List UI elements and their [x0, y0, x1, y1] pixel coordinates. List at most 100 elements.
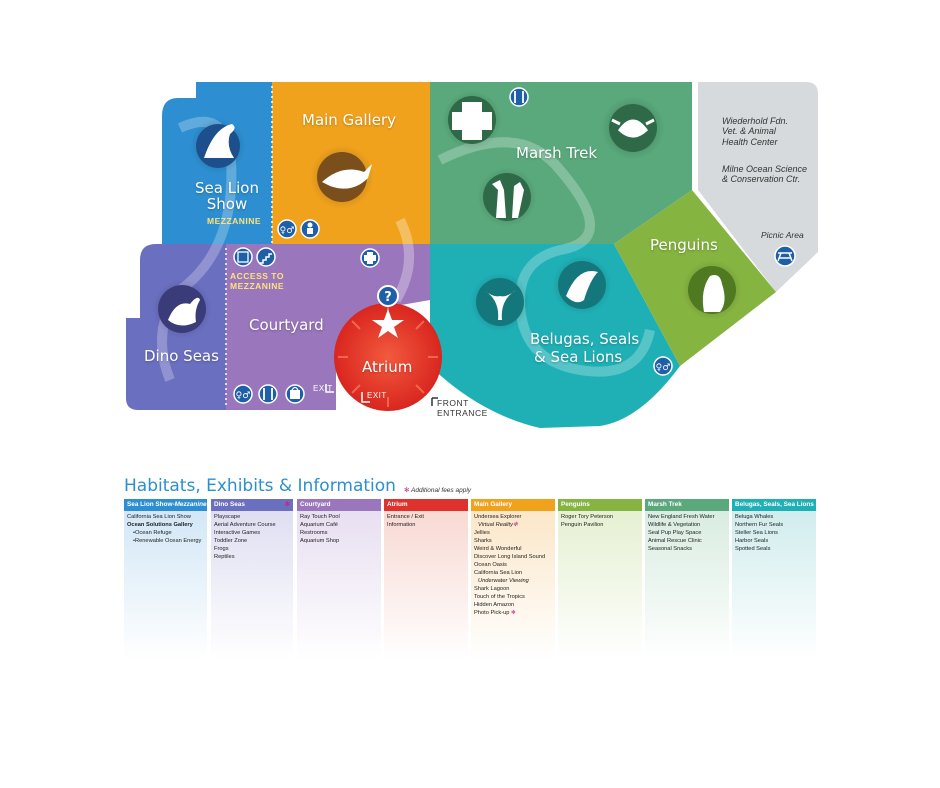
legend-col-courtyard: Courtyard Ray Touch Pool Aquarium Café R… — [297, 499, 381, 660]
legend-col-marsh-trek: Marsh Trek New England Fresh Water Wildl… — [645, 499, 729, 660]
shop-icon[interactable] — [285, 384, 305, 404]
legend-item: Harbor Seals — [735, 537, 769, 544]
legend-col-header: Penguins — [558, 499, 642, 511]
zone-vet-center[interactable] — [698, 82, 818, 292]
legend-item: Roger Tory Peterson — [561, 514, 614, 520]
label-picnic-area: Picnic Area — [761, 230, 804, 240]
legend-item: Aerial Adventure Course — [214, 521, 276, 528]
legend-title: Habitats, Exhibits & Information — [124, 476, 396, 496]
legend-item: Aquarium Shop — [300, 537, 340, 544]
legend-columns: Sea Lion Show-Mezzanine California Sea L… — [124, 499, 816, 660]
label-access-mezzanine-2: MEZZANINE — [230, 281, 285, 291]
legend-item: Playscape — [214, 514, 241, 520]
legend-item: Shark Lagoon — [474, 585, 510, 592]
svg-text:♀♂: ♀♂ — [656, 363, 671, 373]
legend-item: California Sea Lion Show — [127, 514, 191, 520]
aquarium-map: ? ♀♂ ♀♂ ♀♂ — [126, 82, 818, 428]
legend-item: New England Fresh Water — [648, 514, 715, 520]
legend-note: ✻ Additional fees apply — [404, 487, 472, 494]
legend-item: •Ocean Refuge — [133, 529, 172, 536]
label-vet-center: Wiederhold Fdn. Vet. & Animal Health Cen… — [722, 116, 788, 147]
family-restroom-icon[interactable] — [300, 219, 320, 239]
first-aid-courtyard-icon[interactable] — [360, 248, 380, 268]
turtle-icon — [611, 118, 655, 138]
legend-item: California Sea Lion — [474, 569, 523, 576]
legend-item: Steller Sea Lions — [735, 529, 778, 536]
label-exit-atrium: EXIT — [367, 391, 387, 400]
legend-col-main-gallery: Main Gallery Undersea Explorer Virtual R… — [471, 499, 555, 660]
label-dino-seas: Dino Seas — [144, 347, 219, 365]
legend-item: Information — [387, 521, 416, 528]
label-sea-lion-mezzanine: MEZZANINE — [207, 216, 262, 226]
legend-item: Toddler Zone — [214, 537, 248, 544]
label-courtyard: Courtyard — [249, 316, 324, 334]
label-milne-center: Milne Ocean Science & Conservation Ctr. — [722, 164, 808, 185]
legend-col-dino-seas: Dino Seas✻ Playscape Aerial Adventure Co… — [211, 499, 293, 660]
legend-col-header: Dino Seas✻ — [211, 499, 293, 511]
legend-item: Reptiles — [214, 553, 235, 560]
restroom-belugas-icon[interactable]: ♀♂ — [653, 356, 673, 376]
legend-item: Weird & Wonderful — [474, 545, 522, 552]
star-icon — [372, 309, 404, 338]
label-belugas-2: & Sea Lions — [534, 348, 623, 366]
people-icon — [492, 180, 524, 218]
first-aid-icon — [452, 102, 492, 140]
legend-col-header: Atrium — [384, 499, 468, 511]
legend-item: Underwater Viewing — [478, 577, 529, 584]
legend-item: Animal Rescue Clinic — [648, 537, 702, 544]
legend-item: Sharks — [474, 537, 492, 544]
legend-item: Hidden Amazon — [474, 601, 515, 608]
zone-courtyard[interactable] — [226, 244, 430, 410]
legend-item: Entrance / Exit — [387, 514, 424, 520]
label-penguins: Penguins — [650, 236, 718, 254]
legend-item: Seasonal Snacks — [648, 545, 692, 552]
legend-item: Interactive Games — [214, 529, 261, 536]
legend-item: Northern Fur Seals — [735, 521, 784, 528]
label-marsh-trek: Marsh Trek — [516, 144, 598, 162]
whale-tail-icon — [484, 290, 516, 320]
legend-col-header: Sea Lion Show-Mezzanine — [124, 499, 207, 511]
legend-col-header: Belugas, Seals, Sea Lions — [732, 499, 816, 511]
info-icon[interactable]: ? — [377, 285, 399, 307]
dining-icon[interactable] — [509, 87, 529, 107]
label-front-entrance: FRONT ENTRANCE — [437, 398, 488, 418]
svg-text:♀♂: ♀♂ — [280, 226, 295, 236]
stairs-icon[interactable] — [256, 247, 276, 267]
label-atrium: Atrium — [362, 358, 413, 376]
legend-col-header: Courtyard — [297, 499, 381, 511]
svg-text:?: ? — [384, 290, 392, 305]
legend-item: Aquarium Café — [300, 521, 338, 528]
legend-item: Undersea Explorer — [474, 514, 522, 520]
seal-icon — [566, 271, 598, 303]
legend-col-belugas: Belugas, Seals, Sea Lions Beluga Whales … — [732, 499, 816, 660]
legend-item: Wildlife & Vegetation — [648, 521, 701, 528]
legend-item: Photo Pick-up — [474, 609, 510, 616]
legend-item: Jellies — [474, 529, 490, 536]
penguin-icon — [702, 275, 725, 312]
legend-col-header: Marsh Trek — [645, 499, 729, 511]
label-main-gallery: Main Gallery — [302, 111, 396, 129]
restroom-icon[interactable]: ♀♂ — [277, 219, 297, 239]
label-belugas-1: Belugas, Seals — [530, 330, 640, 348]
legend-col-penguins: Penguins Roger Tory Peterson Penguin Pav… — [558, 499, 642, 660]
dining-courtyard-icon[interactable] — [258, 384, 278, 404]
legend-item: Touch of the Tropics — [474, 593, 525, 600]
legend-item: •Renewable Ocean Energy — [133, 537, 202, 544]
legend-item: Discover Long Island Sound — [474, 553, 546, 560]
legend-subhead: Ocean Solutions Gallery — [127, 521, 193, 528]
legend-item: Ray Touch Pool — [300, 514, 340, 520]
legend-item: Seal Pup Play Space — [648, 529, 702, 536]
restroom-courtyard-icon[interactable]: ♀♂ — [233, 384, 253, 404]
label-sea-lion-show: Sea Lion Show — [195, 179, 259, 213]
legend-col-sea-lion: Sea Lion Show-Mezzanine California Sea L… — [124, 499, 207, 660]
label-exit-courtyard: EXIT — [313, 384, 333, 393]
legend-item: Restrooms — [300, 529, 328, 536]
picnic-icon[interactable] — [774, 245, 796, 267]
label-access-mezzanine-1: ACCESS TO — [230, 271, 284, 281]
shark-icon — [322, 164, 372, 189]
plesiosaur-icon — [168, 297, 200, 326]
legend-item: Penguin Pavilion — [561, 521, 604, 528]
legend-item: Ocean Oasis — [474, 561, 507, 568]
elevator-icon[interactable] — [233, 247, 253, 267]
atrium-circle[interactable] — [334, 303, 442, 411]
